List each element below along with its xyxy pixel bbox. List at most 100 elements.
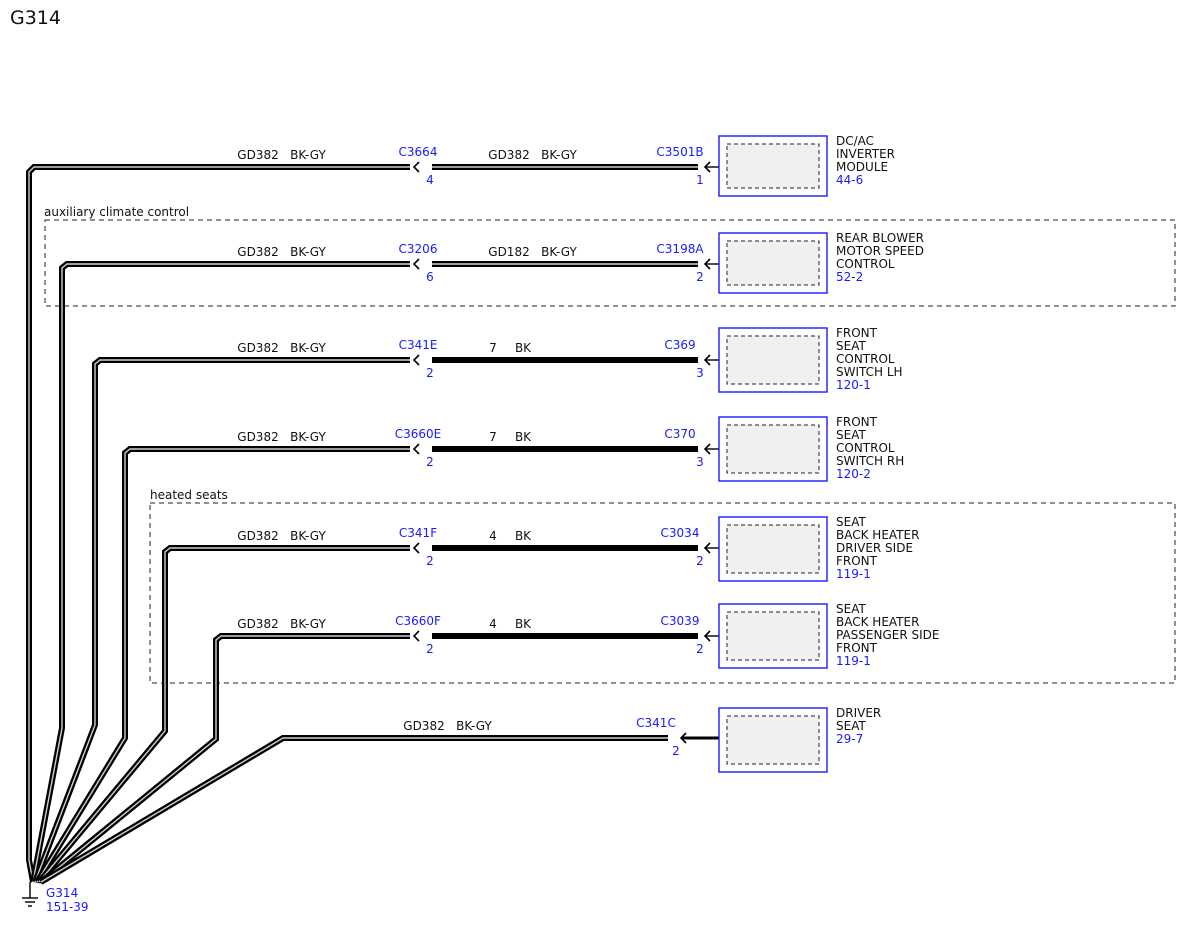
component-ref: 119-1 xyxy=(836,567,871,581)
wire-color-label: BK-GY xyxy=(290,617,326,631)
connector-arrow-icon xyxy=(679,732,687,744)
component-connector-pin: 1 xyxy=(696,173,704,187)
inline-connector-name: C3206 xyxy=(399,242,438,256)
connector-arrow-icon xyxy=(703,542,711,554)
group-label: auxiliary climate control xyxy=(44,205,189,219)
group-boxes: auxiliary climate control heated seats xyxy=(44,205,1176,684)
component-name-line: FRONT xyxy=(836,554,878,568)
connector-arrow-icon xyxy=(412,354,420,366)
group-box xyxy=(44,219,1176,307)
component-name-line: CONTROL xyxy=(836,352,895,366)
inline-connector-pin: 4 xyxy=(426,173,434,187)
component-ref: 44-6 xyxy=(836,173,863,187)
component-connector-name: C3034 xyxy=(661,526,700,540)
ground-wire xyxy=(30,261,410,883)
component-name-line: SWITCH LH xyxy=(836,365,903,379)
component-inner xyxy=(726,715,820,765)
component-ref: 120-2 xyxy=(836,467,871,481)
wire-color-label: BK-GY xyxy=(290,341,326,355)
wire-circuit-label: GD382 xyxy=(237,430,278,444)
wire-circuit-label: GD382 xyxy=(237,245,278,259)
ground-ref: 151-39 xyxy=(46,900,89,914)
page-title: G314 xyxy=(10,7,61,29)
group-label: heated seats xyxy=(150,488,228,502)
component-connector-name: C3198A xyxy=(656,242,704,256)
wire-circuit-label: 4 xyxy=(489,617,497,631)
wire-color-label: BK-GY xyxy=(290,148,326,162)
component-name-line: DRIVER xyxy=(836,706,881,720)
component-name-line: SEAT xyxy=(836,428,866,442)
wire-color-label: BK-GY xyxy=(290,529,326,543)
component-inner xyxy=(726,335,820,385)
component-inner xyxy=(726,240,820,286)
connector-arrow-icon xyxy=(703,443,711,455)
component-ref: 119-1 xyxy=(836,654,871,668)
inline-connector-name: C3660E xyxy=(395,427,442,441)
component-inner xyxy=(726,611,820,661)
wire-circuit-label: GD382 xyxy=(237,148,278,162)
inline-connector-name: C341F xyxy=(399,526,437,540)
wire-circuit-label: GD182 xyxy=(488,245,529,259)
inline-connector-pin: 6 xyxy=(426,270,434,284)
wire-circuit-label: GD382 xyxy=(237,529,278,543)
wire-color-label: BK-GY xyxy=(541,245,577,259)
wire-color-label: BK xyxy=(515,617,532,631)
connector-arrow-icon xyxy=(703,258,711,270)
component-ref: 52-2 xyxy=(836,270,863,284)
ground-wire-stripe xyxy=(40,737,668,883)
inline-connector-pin: 2 xyxy=(426,554,434,568)
connector-arrow-icon xyxy=(703,630,711,642)
ground-wire xyxy=(32,357,410,884)
connector-arrow-icon xyxy=(412,161,420,173)
ground-wire-stripe xyxy=(28,166,410,883)
component-connector-pin: 2 xyxy=(696,270,704,284)
component-name-line: SWITCH RH xyxy=(836,454,904,468)
component-name-line: SEAT xyxy=(836,602,866,616)
connector-arrow-icon xyxy=(412,542,420,554)
component-name-line: CONTROL xyxy=(836,441,895,455)
connector-arrow-icon xyxy=(412,630,420,642)
component-name-line: SEAT xyxy=(836,515,866,529)
component-name-line: FRONT xyxy=(836,415,878,429)
wire-color-label: BK xyxy=(515,430,532,444)
connector-arrow-icon xyxy=(703,354,711,366)
component-connector-name: C341C xyxy=(636,716,676,730)
component-name-line: CONTROL xyxy=(836,257,895,271)
component-connector-pin: 3 xyxy=(696,366,704,380)
ground-label: G314 xyxy=(46,886,78,900)
component-name-line: SEAT xyxy=(836,719,866,733)
component-connector-name: C3039 xyxy=(661,614,700,628)
component-connector-pin: 2 xyxy=(672,744,680,758)
component-name-line: FRONT xyxy=(836,641,878,655)
component-name-line: INVERTER xyxy=(836,147,895,161)
wire-circuit-label: GD382 xyxy=(237,341,278,355)
wire-color-label: BK xyxy=(515,341,532,355)
ground-wire-stripe xyxy=(38,547,410,883)
wire-circuit-label: 7 xyxy=(489,430,497,444)
component-name-line: DRIVER SIDE xyxy=(836,541,913,555)
ground-wire xyxy=(39,735,668,885)
component-inner xyxy=(726,424,820,474)
inline-connector-name: C341E xyxy=(399,338,438,352)
component-connector-pin: 2 xyxy=(696,554,704,568)
inline-connector-pin: 2 xyxy=(426,366,434,380)
wire-circuit-label: 4 xyxy=(489,529,497,543)
component-ref: 29-7 xyxy=(836,732,863,746)
wire-color-label: BK xyxy=(515,529,532,543)
wire-circuit-label: GD382 xyxy=(403,719,444,733)
component-ref: 120-1 xyxy=(836,378,871,392)
wire-color-label: BK-GY xyxy=(456,719,492,733)
component-name-line: SEAT xyxy=(836,339,866,353)
component-name-line: PASSENGER SIDE xyxy=(836,628,939,642)
component-inner xyxy=(726,524,820,574)
inline-connector-pin: 2 xyxy=(426,455,434,469)
wire-color-label: BK-GY xyxy=(541,148,577,162)
